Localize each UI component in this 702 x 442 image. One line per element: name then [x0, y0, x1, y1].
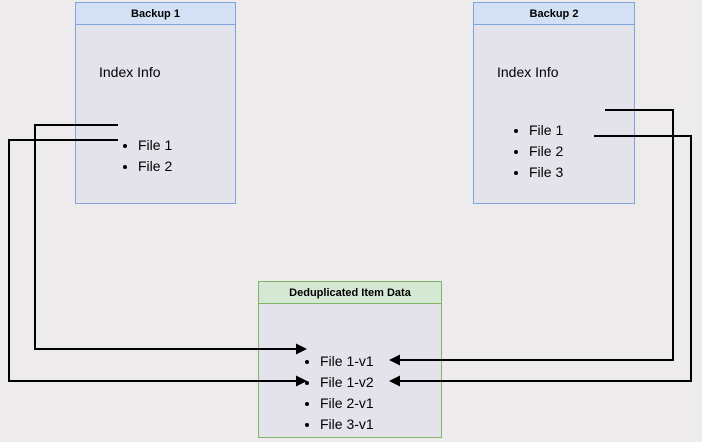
list-item[interactable]: File 1-v2 [320, 372, 374, 393]
list-item[interactable]: File 3-v1 [320, 414, 374, 435]
node-backup-1-title: Backup 1 [76, 3, 235, 25]
backup-1-index-info-label: Index Info [99, 64, 161, 80]
list-item[interactable]: File 1 [529, 120, 563, 141]
node-backup-2[interactable]: Backup 2 Index Info File 1 File 2 File 3 [473, 2, 635, 204]
node-dedup-title: Deduplicated Item Data [259, 282, 441, 304]
node-backup-1[interactable]: Backup 1 Index Info File 1 File 2 [75, 2, 236, 204]
list-item[interactable]: File 1 [138, 135, 172, 156]
node-dedup-body: File 1-v1 File 1-v2 File 2-v1 File 3-v1 [259, 304, 441, 437]
list-item[interactable]: File 2 [138, 156, 172, 177]
dedup-item-list: File 1-v1 File 1-v2 File 2-v1 File 3-v1 [306, 351, 374, 435]
backup-2-index-info-label: Index Info [497, 64, 559, 80]
node-backup-1-body: Index Info File 1 File 2 [76, 25, 235, 203]
list-item[interactable]: File 1-v1 [320, 351, 374, 372]
list-item[interactable]: File 2-v1 [320, 393, 374, 414]
node-deduplicated-item-data[interactable]: Deduplicated Item Data File 1-v1 File 1-… [258, 281, 442, 438]
node-backup-2-body: Index Info File 1 File 2 File 3 [474, 25, 634, 203]
list-item[interactable]: File 3 [529, 162, 563, 183]
backup-1-file-list: File 1 File 2 [124, 135, 172, 177]
backup-2-file-list: File 1 File 2 File 3 [515, 120, 563, 183]
list-item[interactable]: File 2 [529, 141, 563, 162]
node-backup-2-title: Backup 2 [474, 3, 634, 25]
